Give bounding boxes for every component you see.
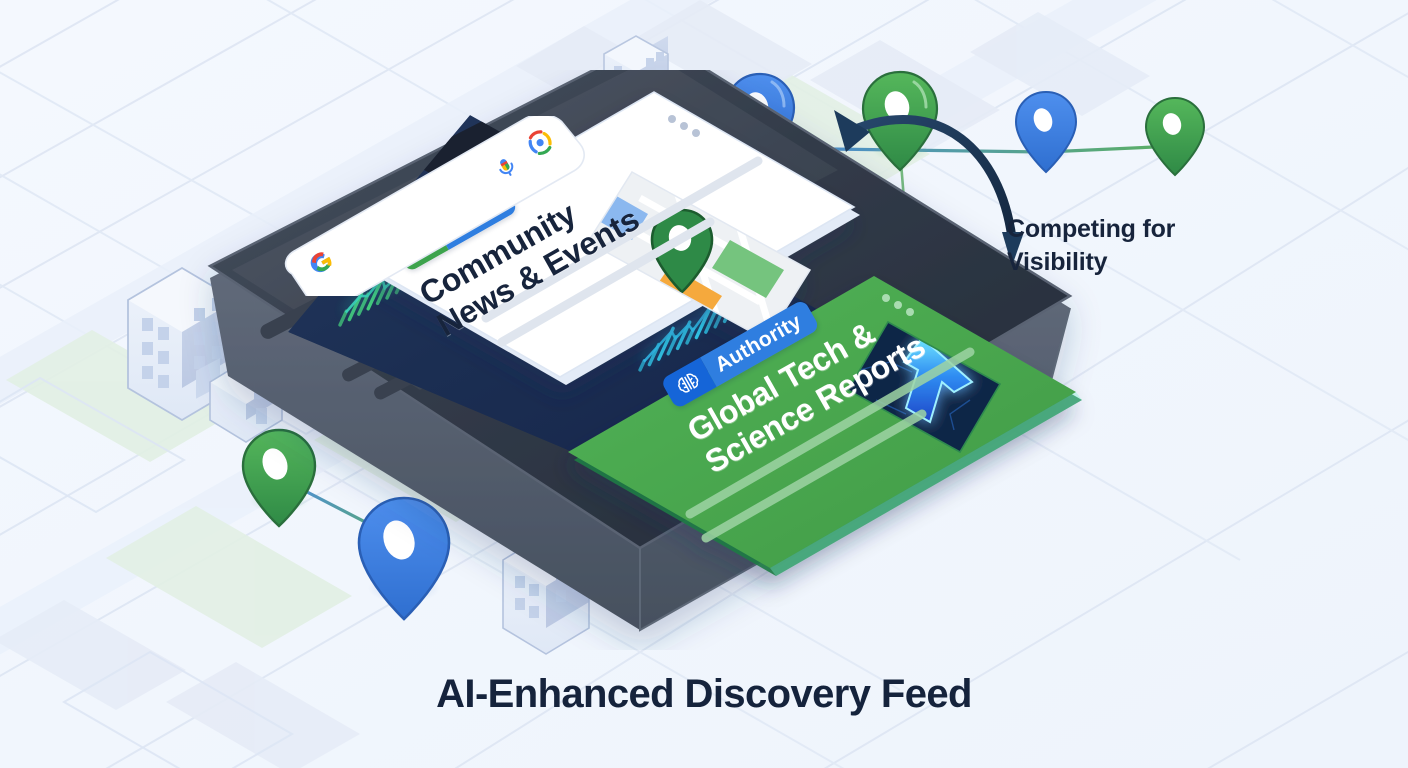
- annotation-text: Competing for Visibility: [1007, 213, 1257, 279]
- authority-card-placeholder-lines: [685, 347, 975, 543]
- page-caption: AI-Enhanced Discovery Feed: [436, 672, 972, 716]
- local-card-surface: [358, 91, 860, 385]
- google-search-bar[interactable]: [262, 113, 592, 309]
- annotation-line-2: Visibility: [1007, 248, 1108, 276]
- google-g-icon: [310, 252, 332, 273]
- map-pin-green-2: [1144, 96, 1206, 177]
- local-card-menu-dots: [668, 115, 700, 137]
- google-lens-icon: [528, 130, 552, 156]
- building-left-tall: [127, 266, 237, 422]
- map-pin-blue-3: [357, 496, 451, 621]
- chart-bar: [357, 292, 370, 316]
- chart-bar: [638, 359, 646, 372]
- chart-bar: [338, 309, 349, 327]
- chart-bar: [704, 308, 718, 334]
- authority-card-arrow-thumbnail: [848, 322, 1000, 452]
- microphone-icon: [499, 159, 514, 176]
- authority-card-text-block: Authority Global Tech & Science Reports: [660, 259, 931, 481]
- map-pin-green-3: [241, 428, 317, 528]
- authority-badge[interactable]: Authority: [660, 298, 821, 410]
- competing-arrow: [834, 110, 1024, 266]
- authority-card-menu-dots: [882, 294, 914, 316]
- authority-card-surface: [568, 276, 1082, 576]
- brain-icon: [660, 357, 717, 410]
- map-pin-blue-2: [1014, 90, 1078, 174]
- annotation-line-1: Competing for: [1007, 215, 1176, 243]
- local-card-placeholder-lines: [481, 156, 763, 347]
